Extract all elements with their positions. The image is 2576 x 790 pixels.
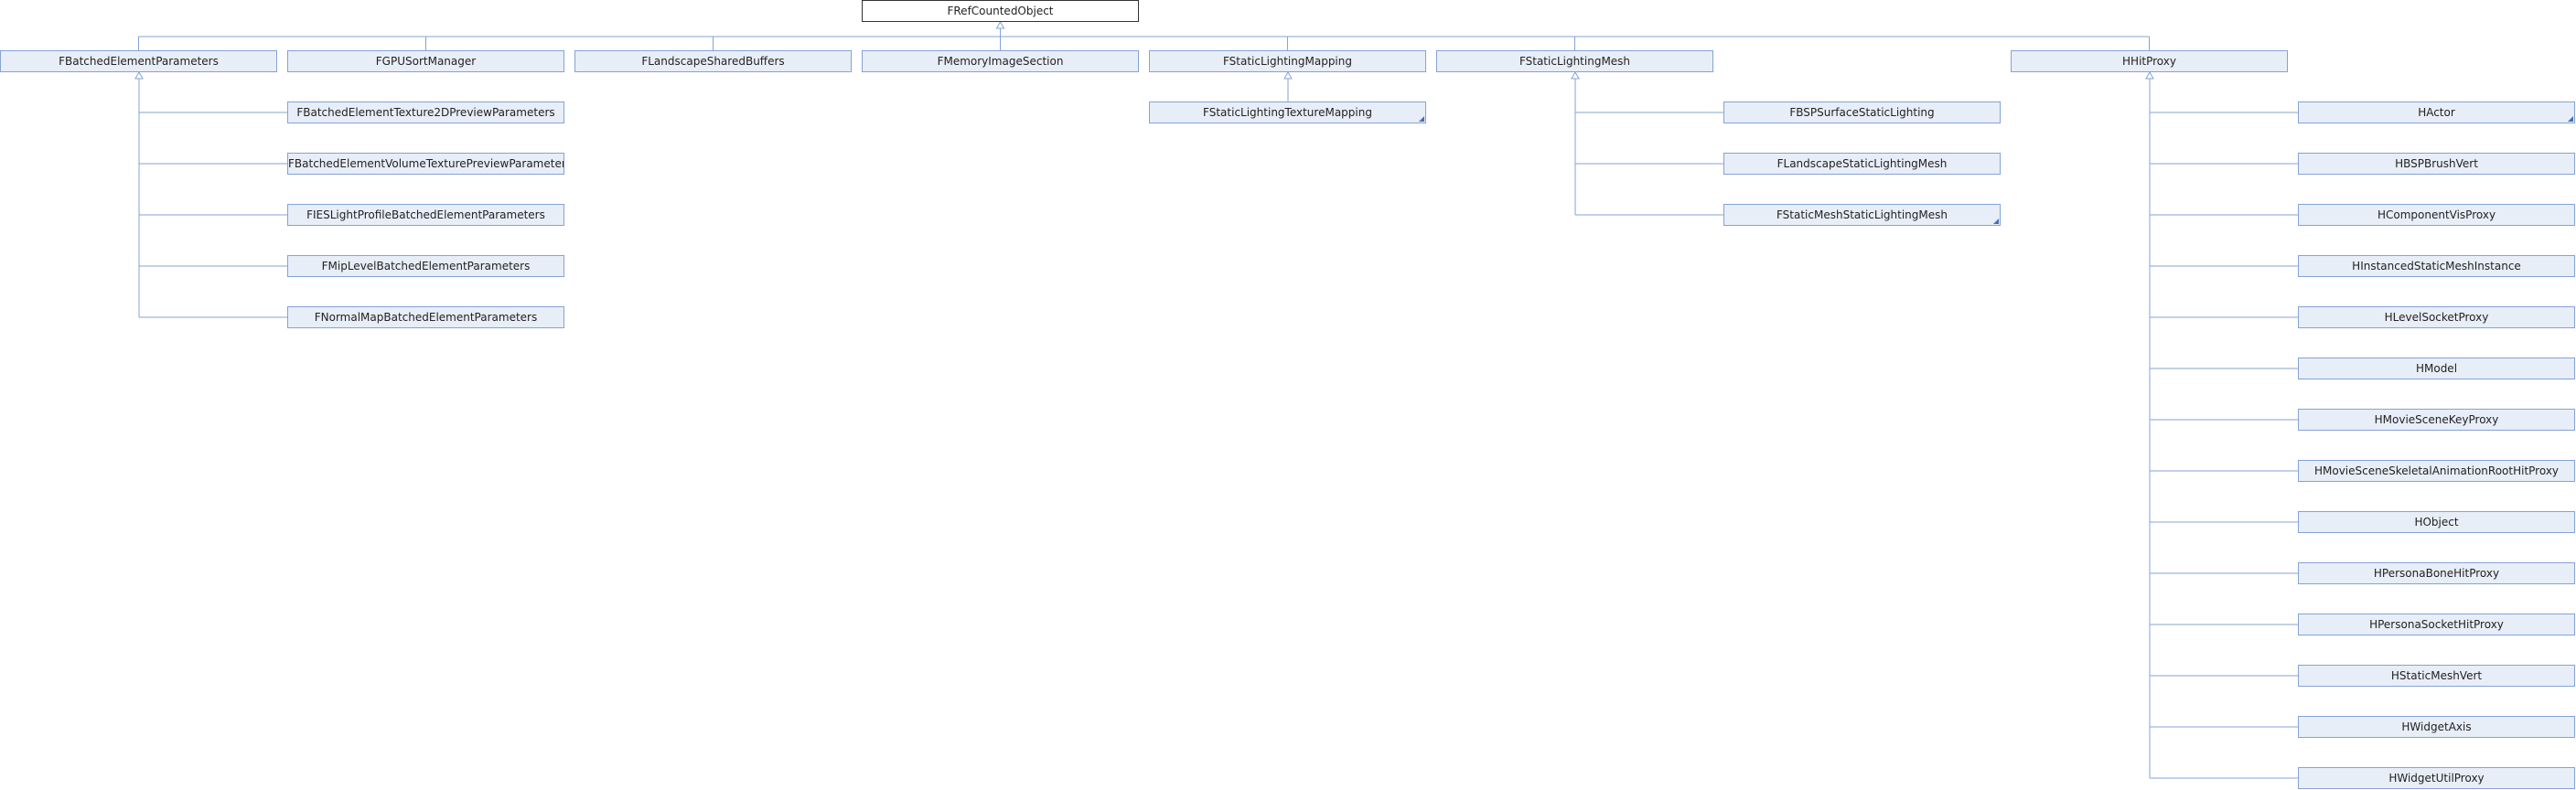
inheritance-arrowhead bbox=[1283, 70, 1293, 80]
class-node-label: HMovieSceneKeyProxy bbox=[2374, 413, 2499, 426]
class-node-label: HHitProxy bbox=[2122, 55, 2176, 68]
class-node-hlevel-socket-proxy[interactable]: HLevelSocketProxy bbox=[2298, 306, 2575, 328]
class-node-label: HInstancedStaticMeshInstance bbox=[2352, 260, 2521, 272]
class-node-label: HLevelSocketProxy bbox=[2384, 311, 2489, 324]
class-node-label: FStaticLightingTextureMapping bbox=[1203, 106, 1372, 119]
class-node-label: HComponentVisProxy bbox=[2377, 208, 2496, 221]
inheritance-arrowhead bbox=[1571, 70, 1580, 80]
class-node-hactor[interactable]: HActor bbox=[2298, 101, 2575, 123]
class-node-fstatic-mesh-static-lighting-mesh[interactable]: FStaticMeshStaticLightingMesh bbox=[1723, 204, 2001, 226]
class-node-hinstanced-static-mesh-instance[interactable]: HInstancedStaticMeshInstance bbox=[2298, 255, 2575, 277]
class-node-fstatic-lighting-texture-mapping[interactable]: FStaticLightingTextureMapping bbox=[1149, 101, 1426, 123]
class-node-hpersona-socket-hit-proxy[interactable]: HPersonaSocketHitProxy bbox=[2298, 614, 2575, 635]
class-node-fmip-level-batched-element-parameters[interactable]: FMipLevelBatchedElementParameters bbox=[287, 255, 564, 277]
class-node-label: HBSPBrushVert bbox=[2395, 157, 2478, 170]
class-node-label: FStaticMeshStaticLightingMesh bbox=[1776, 208, 1948, 221]
class-node-label: FRefCountedObject bbox=[947, 5, 1054, 17]
class-node-label: FBSPSurfaceStaticLighting bbox=[1789, 106, 1935, 119]
class-node-hmovie-scene-skeletal-animation-root-hit-proxy[interactable]: HMovieSceneSkeletalAnimationRootHitProxy bbox=[2298, 460, 2575, 482]
class-node-label: FBatchedElementTexture2DPreviewParameter… bbox=[296, 106, 555, 119]
class-node-hcomponent-vis-proxy[interactable]: HComponentVisProxy bbox=[2298, 204, 2575, 226]
class-node-label: FMipLevelBatchedElementParameters bbox=[321, 260, 531, 272]
more-subclasses-marker-icon bbox=[1993, 219, 1999, 224]
class-node-hwidget-util-proxy[interactable]: HWidgetUtilProxy bbox=[2298, 767, 2575, 789]
class-node-label: FNormalMapBatchedElementParameters bbox=[314, 311, 538, 324]
inheritance-arrowhead bbox=[134, 70, 144, 80]
class-node-hhit-proxy[interactable]: HHitProxy bbox=[2011, 50, 2288, 72]
class-node-fstatic-lighting-mesh[interactable]: FStaticLightingMesh bbox=[1436, 50, 1713, 72]
class-node-hmovie-scene-key-proxy[interactable]: HMovieSceneKeyProxy bbox=[2298, 409, 2575, 431]
class-node-hpersona-bone-hit-proxy[interactable]: HPersonaBoneHitProxy bbox=[2298, 562, 2575, 584]
class-node-flandscape-shared-buffers[interactable]: FLandscapeSharedBuffers bbox=[574, 50, 852, 72]
class-node-label: HWidgetAxis bbox=[2401, 721, 2472, 733]
class-node-label: HPersonaSocketHitProxy bbox=[2369, 618, 2504, 631]
class-node-hbspbrush-vert[interactable]: HBSPBrushVert bbox=[2298, 153, 2575, 175]
class-node-label: HMovieSceneSkeletalAnimationRootHitProxy bbox=[2313, 464, 2560, 477]
class-node-label: HActor bbox=[2418, 106, 2455, 119]
more-subclasses-marker-icon bbox=[1419, 116, 1424, 122]
class-node-fmemory-image-section[interactable]: FMemoryImageSection bbox=[862, 50, 1139, 72]
class-node-label: FGPUSortManager bbox=[375, 55, 477, 68]
more-subclasses-marker-icon bbox=[2568, 116, 2573, 122]
class-node-fbatched-element-volume-texture-preview-parameters[interactable]: FBatchedElementVolumeTexturePreviewParam… bbox=[287, 153, 564, 175]
class-node-label: HObject bbox=[2414, 516, 2459, 528]
class-node-label: FStaticLightingMapping bbox=[1222, 55, 1352, 68]
inheritance-arrowhead bbox=[995, 20, 1005, 29]
class-node-fbatched-element-parameters[interactable]: FBatchedElementParameters bbox=[0, 50, 277, 72]
class-node-label: FLandscapeStaticLightingMesh bbox=[1776, 157, 1948, 170]
class-node-fbatched-element-texture2-dpreview-parameters[interactable]: FBatchedElementTexture2DPreviewParameter… bbox=[287, 101, 564, 123]
class-node-label: FIESLightProfileBatchedElementParameters bbox=[306, 208, 545, 221]
class-node-label: HStaticMeshVert bbox=[2390, 669, 2483, 682]
class-node-fbspsurface-static-lighting[interactable]: FBSPSurfaceStaticLighting bbox=[1723, 101, 2001, 123]
class-node-label: FMemoryImageSection bbox=[937, 55, 1064, 68]
class-node-label: FLandscapeSharedBuffers bbox=[641, 55, 785, 68]
class-node-hobject[interactable]: HObject bbox=[2298, 511, 2575, 533]
class-node-label: FBatchedElementVolumeTexturePreviewParam… bbox=[288, 157, 564, 170]
class-node-label: FBatchedElementParameters bbox=[59, 55, 219, 68]
class-node-label: HWidgetUtilProxy bbox=[2388, 772, 2485, 785]
class-node-fstatic-lighting-mapping[interactable]: FStaticLightingMapping bbox=[1149, 50, 1426, 72]
class-node-hmodel[interactable]: HModel bbox=[2298, 358, 2575, 379]
class-node-label: HPersonaBoneHitProxy bbox=[2373, 567, 2500, 580]
class-node-hwidget-axis[interactable]: HWidgetAxis bbox=[2298, 716, 2575, 738]
class-node-label: FStaticLightingMesh bbox=[1519, 55, 1631, 68]
class-node-flandscape-static-lighting-mesh[interactable]: FLandscapeStaticLightingMesh bbox=[1723, 153, 2001, 175]
class-node-label: HModel bbox=[2415, 362, 2458, 375]
class-node-hstatic-mesh-vert[interactable]: HStaticMeshVert bbox=[2298, 665, 2575, 687]
class-node-fref-counted-object[interactable]: FRefCountedObject bbox=[862, 0, 1139, 22]
inheritance-arrowhead bbox=[2145, 70, 2154, 80]
class-node-fieslight-profile-batched-element-parameters[interactable]: FIESLightProfileBatchedElementParameters bbox=[287, 204, 564, 226]
class-node-fgpusort-manager[interactable]: FGPUSortManager bbox=[287, 50, 564, 72]
class-node-fnormal-map-batched-element-parameters[interactable]: FNormalMapBatchedElementParameters bbox=[287, 306, 564, 328]
